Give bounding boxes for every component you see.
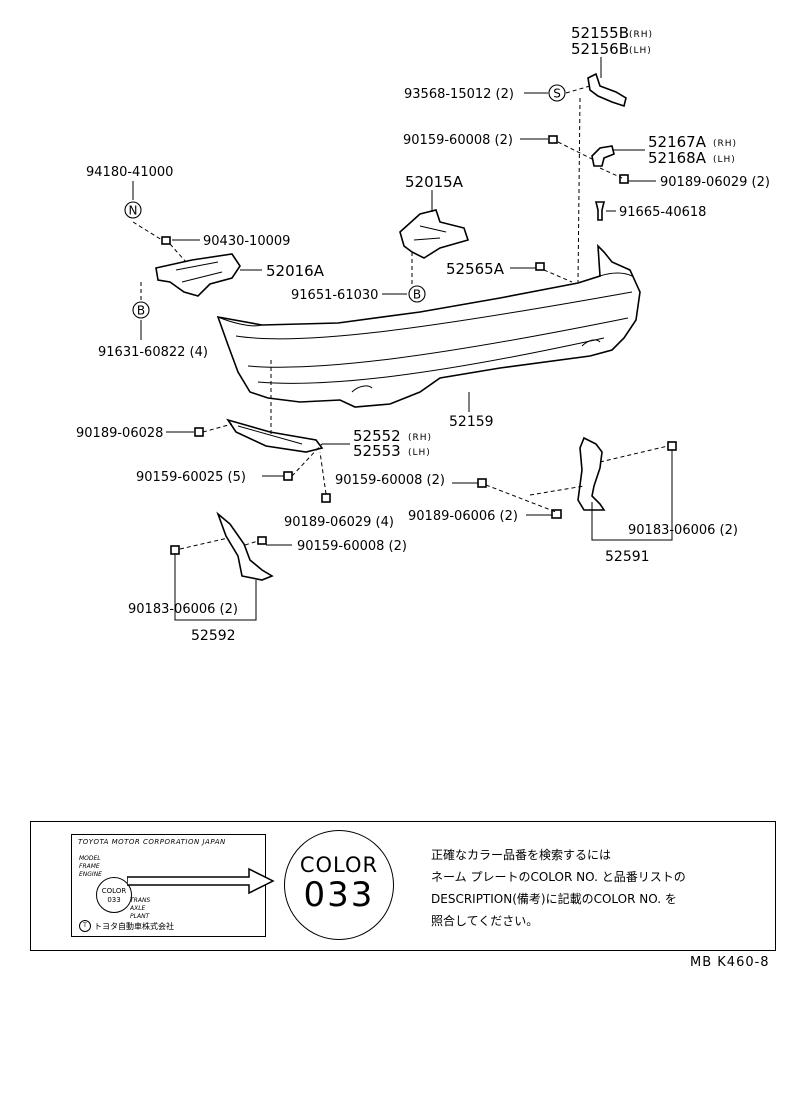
label-52168a: 52168A	[648, 149, 707, 167]
label-52552: 52552	[353, 427, 401, 445]
label-90183-right: 90183-06006 (2)	[628, 523, 738, 538]
part-labels: 52155B (RH) 52156B (LH) 93568-15012 (2) …	[76, 24, 770, 644]
leader-lines	[132, 57, 673, 621]
symbol-s-circle	[548, 84, 566, 102]
nut-90189-top	[619, 174, 629, 184]
label-52159: 52159	[449, 414, 494, 430]
washer-90430	[161, 236, 171, 245]
symbol-n: N	[129, 204, 138, 218]
label-52592: 52592	[191, 628, 236, 644]
screw-90159-low	[257, 536, 267, 545]
page-reference: MB K460-8	[690, 955, 770, 970]
mudguard-52592	[216, 511, 274, 581]
symbol-b-circle-center	[408, 285, 426, 303]
plate-color-word: COLOR	[101, 887, 127, 895]
color-word: COLOR	[299, 853, 379, 877]
plate-label-axle: AXLE	[130, 905, 146, 912]
label-90159-low: 90159-60008 (2)	[297, 539, 407, 554]
label-91651: 91651-61030	[291, 288, 378, 303]
label-52591: 52591	[605, 549, 650, 565]
plate-label-frame: FRAME	[79, 863, 100, 870]
label-90189-06006: 90189-06006 (2)	[408, 509, 518, 524]
screw-90159-60025	[283, 471, 293, 481]
nut-52565a	[535, 262, 545, 271]
nut-90189-06028	[194, 427, 204, 437]
label-52156b-lh: (LH)	[629, 46, 652, 56]
label-91631: 91631-60822 (4)	[98, 345, 208, 360]
label-90159-mid: 90159-60008 (2)	[335, 473, 445, 488]
color-note-box: TOYOTA MOTOR CORPORATION JAPAN MODEL FRA…	[30, 821, 776, 951]
color-callout: COLOR 033	[284, 830, 394, 940]
label-52015a: 52015A	[405, 173, 464, 191]
label-90430: 90430-10009	[203, 234, 290, 249]
clip-90183-right	[667, 441, 677, 451]
label-52553: 52553	[353, 442, 401, 460]
bolt-91665	[594, 201, 606, 221]
label-52167a: 52167A	[648, 133, 707, 151]
plate-label-trans: TRANS	[130, 897, 151, 904]
label-93568: 93568-15012 (2)	[404, 87, 514, 102]
label-90189-06029-mid: 90189-06029 (4)	[284, 515, 394, 530]
dashed-assembly-lines	[132, 85, 669, 550]
bumper-cover-52159	[216, 243, 641, 408]
plate-color-stamp: COLOR 033	[96, 877, 132, 913]
label-52553-lh: (LH)	[408, 448, 431, 458]
bracket-52016a	[155, 253, 241, 297]
label-52167a-rh: (RH)	[713, 139, 737, 149]
color-number: 033	[303, 875, 375, 915]
plate-label-plant: PLANT	[130, 913, 150, 920]
label-52156b: 52156B	[571, 40, 629, 58]
label-90159-60025: 90159-60025 (5)	[136, 470, 246, 485]
label-52168a-lh: (LH)	[713, 155, 736, 165]
label-52155b-rh: (RH)	[629, 30, 653, 40]
clip-90183-left	[170, 545, 180, 555]
label-52565a: 52565A	[446, 260, 505, 278]
screw-90159-mid	[477, 478, 487, 488]
label-94180: 94180-41000	[86, 165, 173, 180]
label-90189-06028: 90189-06028	[76, 426, 163, 441]
bracket-52015a	[399, 209, 470, 259]
screw-90159-top	[548, 135, 558, 144]
plate-label-engine: ENGINE	[79, 871, 102, 878]
plate-color-num: 033	[107, 895, 121, 904]
symbol-b-circle-left	[132, 301, 150, 319]
bracket-52167a	[591, 145, 615, 167]
label-90183-left: 90183-06006 (2)	[128, 602, 238, 617]
nut-90189-06006	[551, 509, 562, 519]
symbol-n-circle	[124, 201, 142, 219]
bracket-52155b	[587, 72, 627, 108]
label-91665: 91665-40618	[619, 205, 706, 220]
label-90159-top: 90159-60008 (2)	[403, 133, 513, 148]
label-90189-06029-top: 90189-06029 (2)	[660, 175, 770, 190]
plate-mark: T	[79, 920, 91, 932]
plate-footer: トヨタ自動車株式会社	[94, 922, 174, 931]
plate-label-model: MODEL	[79, 855, 101, 862]
symbol-b-center: B	[413, 288, 421, 302]
symbol-b-left: B	[137, 304, 145, 318]
label-52016a: 52016A	[266, 262, 325, 280]
mudguard-52591	[577, 436, 606, 511]
label-52155b: 52155B	[571, 24, 629, 42]
symbol-s: S	[553, 87, 561, 101]
label-52552-rh: (RH)	[408, 433, 432, 443]
plate-header: TOYOTA MOTOR CORPORATION JAPAN	[78, 838, 226, 846]
color-instruction-text: 正確なカラー品番を検索するには ネーム プレートのCOLOR NO. と品番リス…	[431, 848, 686, 928]
fasteners	[161, 135, 677, 555]
arrow-icon	[127, 867, 275, 895]
nut-90189-06029-mid	[321, 493, 331, 503]
